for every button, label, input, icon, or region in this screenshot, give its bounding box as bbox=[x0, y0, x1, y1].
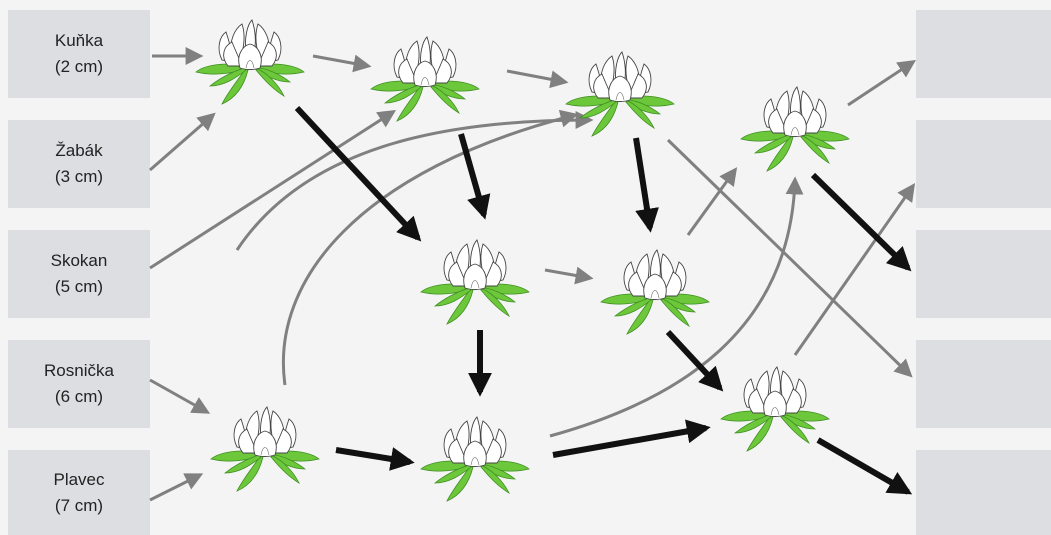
water-lily-icon bbox=[565, 51, 675, 137]
water-lily-icon bbox=[195, 19, 305, 105]
frog-box-skokan: Skokan (5 cm) bbox=[8, 230, 150, 318]
frog-name: Skokan bbox=[50, 251, 108, 270]
output-box-1 bbox=[916, 10, 1051, 98]
frog-size: (5 cm) bbox=[54, 277, 104, 296]
frog-name: Plavec bbox=[53, 469, 105, 489]
frog-box-kunka: Kuňka (2 cm) bbox=[8, 10, 150, 98]
frog-size: (6 cm) bbox=[54, 387, 104, 406]
output-box-3 bbox=[916, 230, 1051, 318]
water-lily-icon bbox=[420, 239, 530, 325]
frog-box-rosnicka: Rosnička (6 cm) bbox=[8, 340, 150, 428]
water-lily-icon bbox=[720, 366, 830, 452]
output-box-5 bbox=[916, 450, 1051, 535]
output-box-4 bbox=[916, 340, 1051, 428]
frog-name: Žabák bbox=[55, 141, 103, 160]
water-lily-icon bbox=[370, 36, 480, 122]
water-lily-icon bbox=[420, 416, 530, 502]
frog-name: Rosnička bbox=[44, 361, 114, 380]
frog-size: (2 cm) bbox=[54, 57, 104, 76]
frog-size: (7 cm) bbox=[54, 495, 104, 515]
frog-name: Kuňka bbox=[54, 31, 104, 50]
comparator-arrows-black bbox=[294, 105, 913, 495]
comparator-arrows-gray bbox=[149, 47, 917, 502]
output-box-2 bbox=[916, 120, 1051, 208]
frog-box-plavec: Plavec (7 cm) bbox=[8, 450, 150, 535]
frog-size: (3 cm) bbox=[54, 167, 104, 186]
water-lily-icon bbox=[210, 406, 320, 492]
frog-box-zabak: Žabák (3 cm) bbox=[8, 120, 150, 208]
water-lily-icon bbox=[740, 86, 850, 172]
water-lily-icon bbox=[600, 249, 710, 335]
